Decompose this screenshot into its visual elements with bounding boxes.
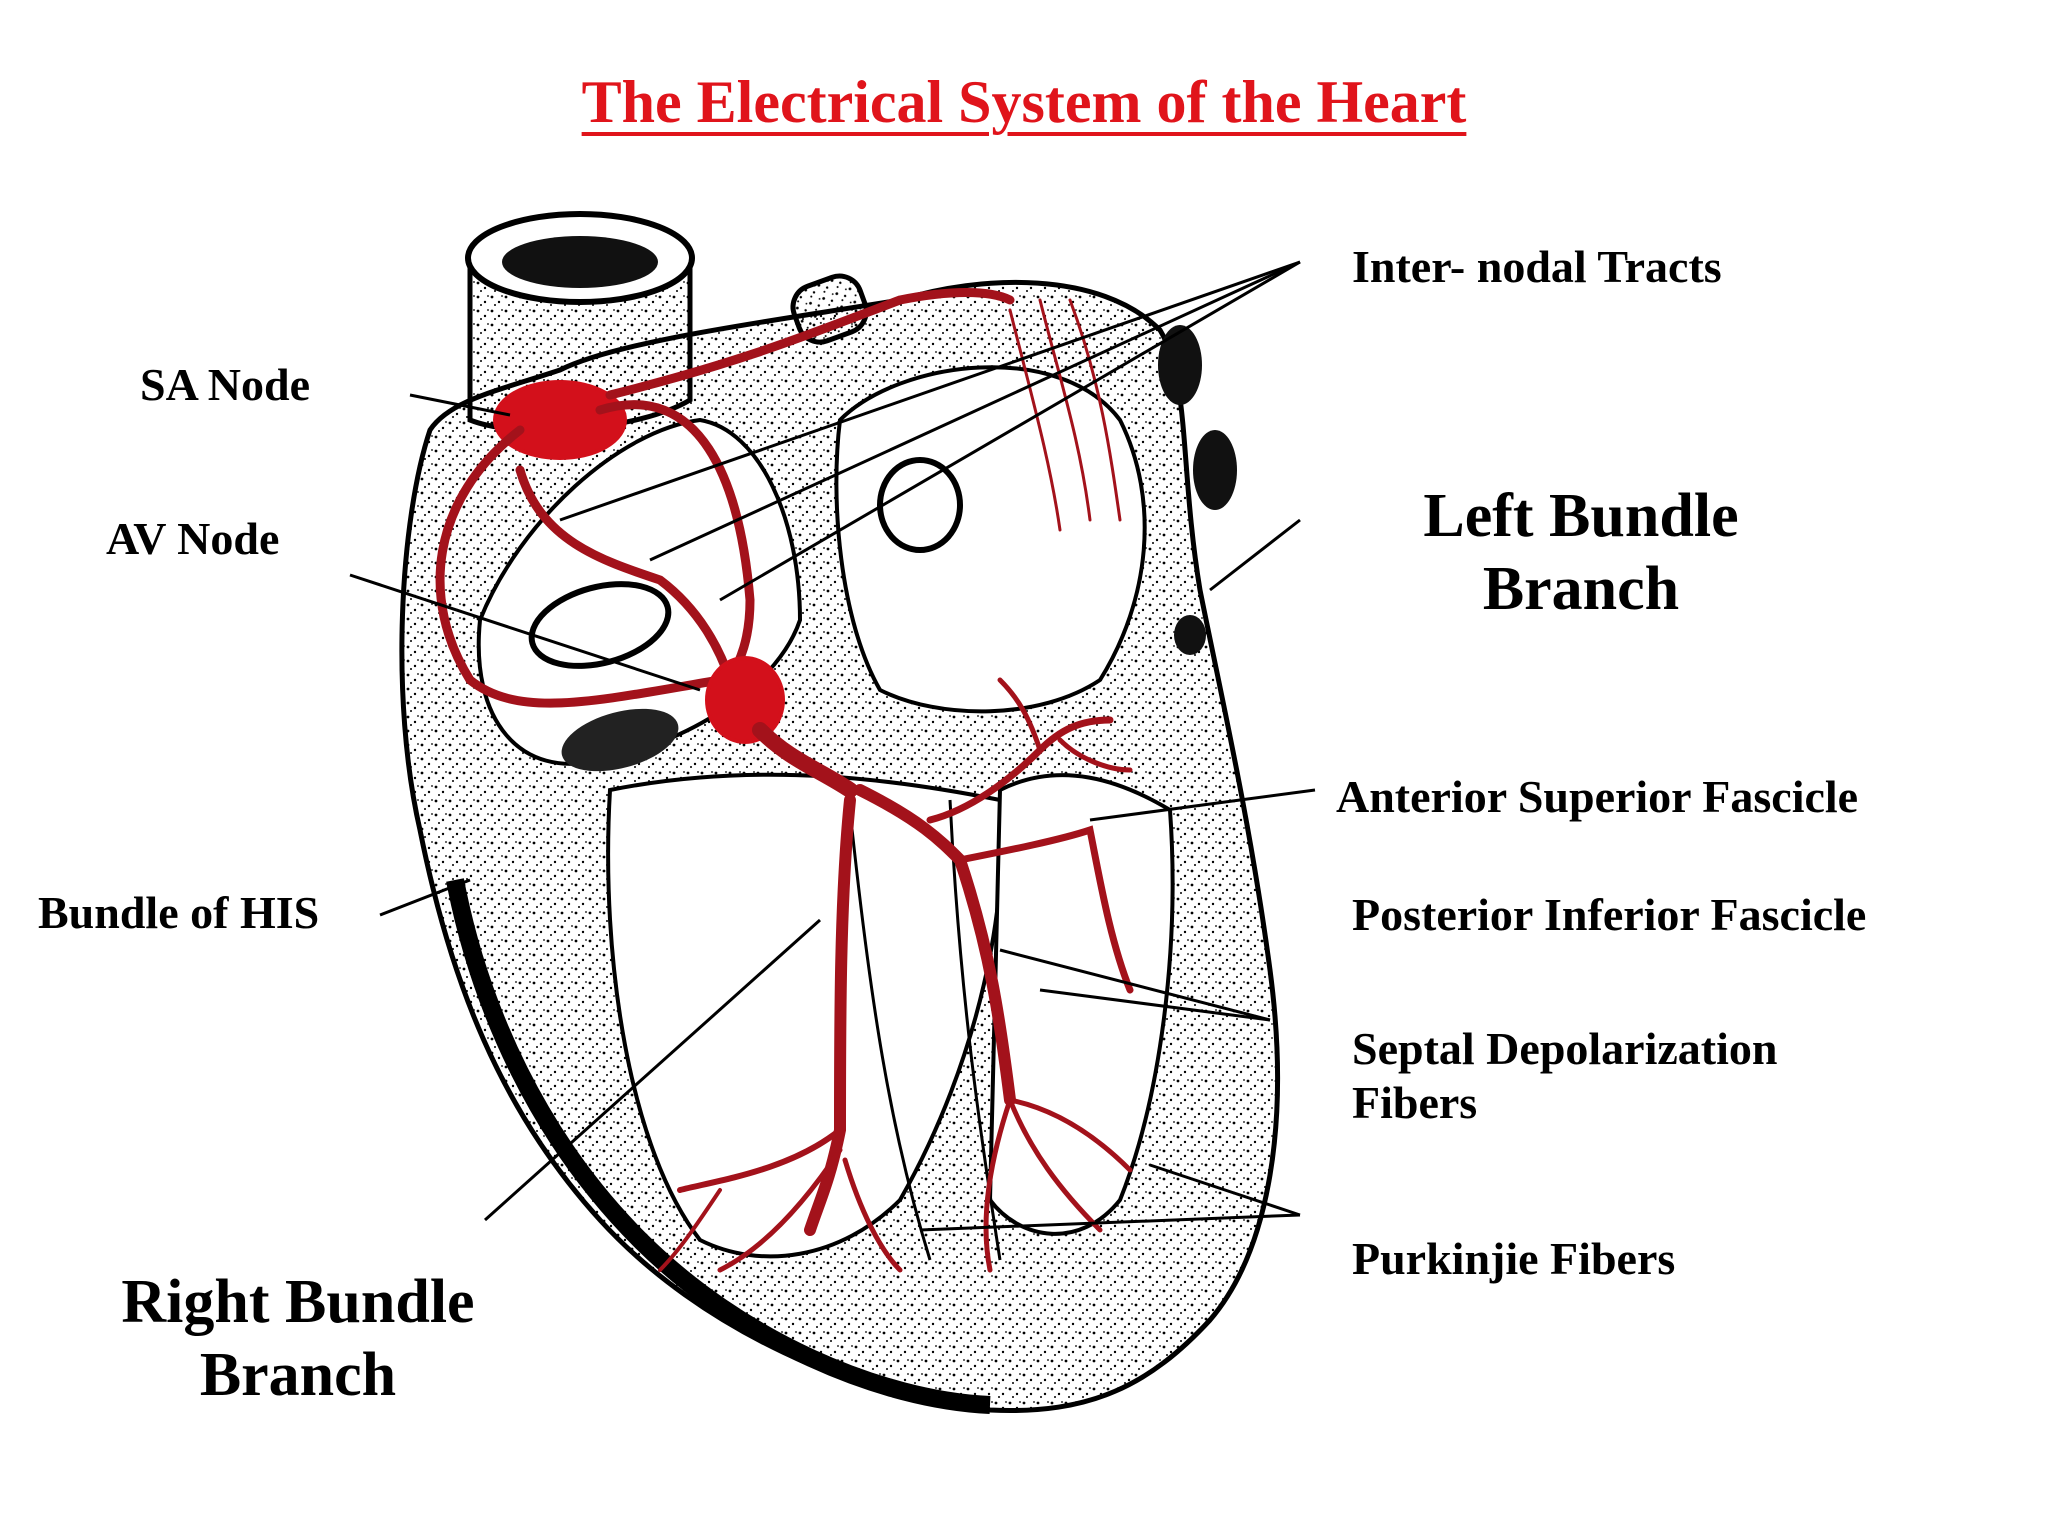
label-right-bundle-branch-line-2: Branch [199,1341,397,1410]
sa-node-shape [493,380,627,460]
pulmonary-veins [790,273,1237,655]
label-septal-line-1: Septal Depolarization [1352,1023,1778,1074]
label-septal-line-2: Fibers [1352,1077,1478,1129]
label-right-bundle-branch-line-1: Right Bundle [121,1268,475,1336]
leader-lines [349,260,1316,1232]
label-internodal-tracts: Inter- nodal Tracts [1352,241,1722,292]
label-left-bundle-branch: Left Bundle Branch [1376,480,1786,626]
av-node-shape [705,656,785,744]
label-anterior-superior-fascicle: Anterior Superior Fascicle [1336,771,1859,822]
label-left-bundle-branch-line-2: Branch [1482,555,1680,624]
diagram-title: The Electrical System of the Heart [581,69,1467,135]
label-posterior-inferior-fascicle: Posterior Inferior Fascicle [1352,889,1867,940]
label-sa-node: SA Node [140,359,310,410]
label-left-bundle-branch-line-1: Left Bundle [1423,482,1739,550]
label-bundle-of-his: Bundle of HIS [38,887,320,938]
label-purkinje-fibers: Purkinjie Fibers [1352,1233,1676,1284]
label-right-bundle-branch: Right Bundle Branch [98,1266,498,1412]
label-septal-depolarization-fibers: Septal Depolarization Fibers [1352,1022,1777,1131]
heart-chambers [476,365,1175,1261]
conduction-system [435,288,1134,1273]
label-av-node: AV Node [106,513,280,564]
